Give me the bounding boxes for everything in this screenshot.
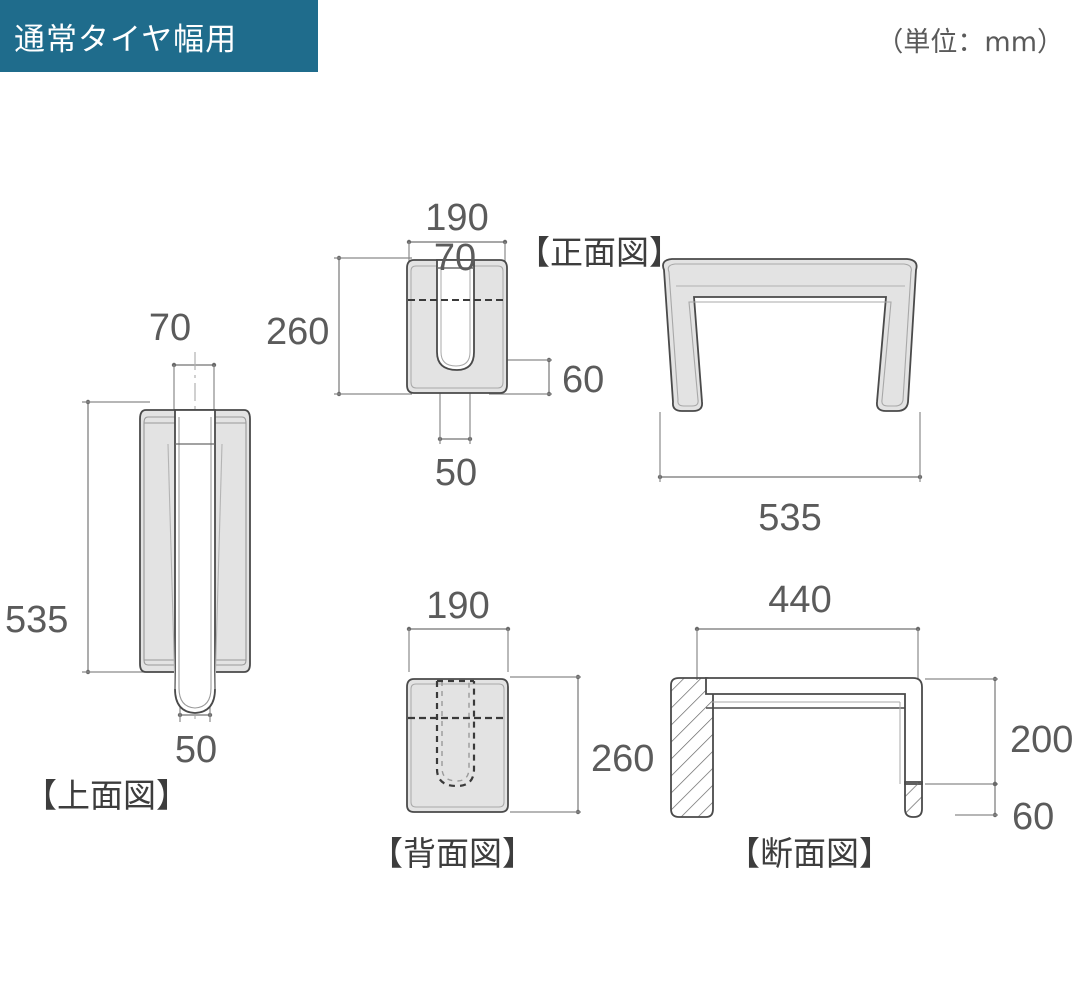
dim-label-front-50: 50 bbox=[435, 452, 477, 494]
dim-side-535 bbox=[657, 412, 923, 482]
top-body-inner-edge bbox=[143, 416, 247, 666]
view-label-section: 【断面図】 bbox=[727, 834, 892, 873]
unit-note: （単位：mm） bbox=[876, 27, 1064, 58]
dim-label-front-190: 190 bbox=[425, 197, 488, 239]
view-label-top: 【上面図】 bbox=[24, 776, 189, 815]
dim-label-front-70: 70 bbox=[434, 237, 476, 279]
view-back: 190 260 【背面図】 bbox=[370, 585, 654, 873]
top-slot bbox=[174, 409, 216, 714]
dim-label-section-200: 200 bbox=[1010, 719, 1073, 761]
front-body-inner-edge bbox=[410, 265, 504, 389]
dim-label-section-60: 60 bbox=[1012, 796, 1054, 838]
view-section: 440 200 60 【断面図】 bbox=[670, 579, 1073, 873]
drawing-canvas: 535 70 50 【上面図】 bbox=[0, 72, 1080, 997]
back-body-outline bbox=[406, 678, 509, 813]
view-side: 535 bbox=[657, 258, 923, 539]
dim-section-440 bbox=[694, 626, 921, 680]
dim-back-190 bbox=[406, 626, 511, 672]
dim-label-top-535: 535 bbox=[5, 599, 68, 641]
back-body-inner-edge bbox=[410, 683, 505, 808]
dim-front-260 bbox=[334, 255, 412, 397]
section-top-rail bbox=[705, 677, 923, 785]
view-label-back: 【背面図】 bbox=[370, 834, 535, 873]
view-front: 190 70 260 60 50 【正面図】 bbox=[266, 197, 682, 494]
category-banner: 通常タイヤ幅用 bbox=[0, 0, 318, 72]
view-top: 535 70 50 【上面図】 bbox=[5, 307, 251, 815]
back-hidden-slot-inner bbox=[441, 681, 470, 782]
banner-title: 通常タイヤ幅用 bbox=[14, 21, 238, 58]
dim-label-back-260: 260 bbox=[591, 738, 654, 780]
view-label-front: 【正面図】 bbox=[517, 233, 682, 272]
dim-section-60 bbox=[955, 781, 998, 818]
dim-label-side-535: 535 bbox=[758, 497, 821, 539]
dim-top-535 bbox=[82, 399, 150, 675]
section-left-leg bbox=[670, 677, 714, 818]
side-body-outline bbox=[662, 258, 918, 412]
dim-label-top-50: 50 bbox=[175, 729, 217, 771]
dim-label-front-60: 60 bbox=[562, 359, 604, 401]
side-body-inner-edge bbox=[667, 263, 912, 407]
front-slot bbox=[436, 259, 475, 371]
dim-section-200 bbox=[925, 676, 998, 787]
dim-label-front-260: 260 bbox=[266, 311, 329, 353]
dim-label-section-440: 440 bbox=[768, 579, 831, 621]
dim-label-back-190: 190 bbox=[426, 585, 489, 627]
dim-label-top-70: 70 bbox=[149, 307, 191, 349]
front-slot-inner-edge bbox=[440, 266, 471, 367]
section-right-foot bbox=[904, 781, 923, 818]
dim-back-260 bbox=[510, 674, 581, 815]
top-slot-inner-edge bbox=[178, 417, 212, 709]
